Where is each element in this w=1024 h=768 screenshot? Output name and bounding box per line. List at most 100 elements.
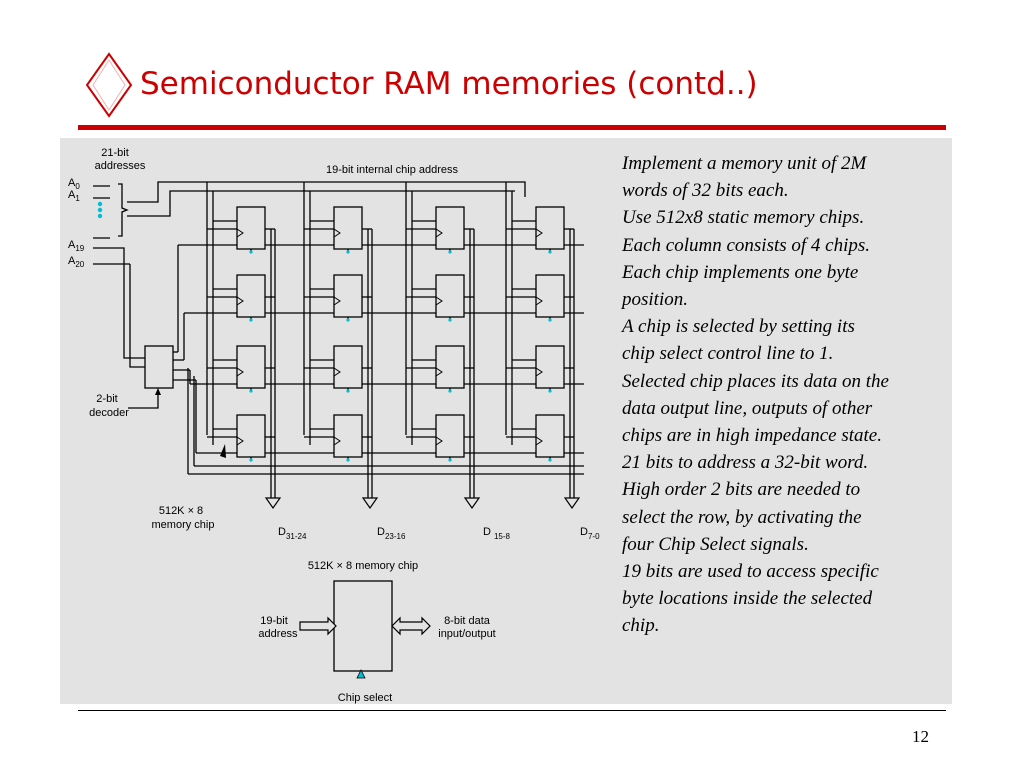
memory-chip (535, 345, 565, 389)
memory-chip (333, 206, 363, 250)
chip-select-dot (346, 318, 350, 322)
a19-label: A19 (68, 239, 85, 253)
diagram-labels: 21-bit addresses 19-bit internal chip ad… (68, 147, 600, 704)
a1-label: A1 (68, 189, 80, 203)
page-number: 12 (912, 727, 929, 746)
chip-select-dot (548, 318, 552, 322)
decoder-arrow-head (155, 388, 161, 395)
data-output-arrow (563, 497, 581, 510)
chip-clock-mark (333, 367, 341, 377)
chip-clock-mark (236, 436, 244, 446)
chip-pointer-line (190, 448, 222, 506)
data-output-d7-0: D7-0 (580, 526, 600, 541)
chip-select-dot (249, 250, 253, 254)
description-line: High order 2 bits are needed to (622, 479, 861, 501)
memory-chip (435, 206, 465, 250)
wire (129, 264, 145, 368)
diamond-bullet-icon (85, 52, 133, 118)
memory-chip (435, 414, 465, 458)
chip-select-dot (548, 389, 552, 393)
chip-clock-mark (435, 296, 443, 306)
description-line: four Chip Select signals. (622, 533, 809, 555)
description-line: Each chip implements one byte (622, 261, 859, 283)
data-output-arrow (463, 497, 481, 510)
memory-chip (535, 414, 565, 458)
description-line: A chip is selected by setting its (622, 316, 855, 338)
chip-select-dot (548, 250, 552, 254)
chip-label-line1: 512K × 8 (159, 505, 203, 517)
chip-pointer-head (220, 444, 226, 458)
detail-address-line1: 19-bit (260, 615, 288, 627)
address-input-arrow (299, 616, 337, 636)
description-line: chips are in high impedance state. (622, 425, 882, 447)
description-line: Use 512x8 static memory chips. (622, 207, 865, 229)
data-bidirectional-arrow (391, 616, 431, 636)
chip-clock-mark (535, 436, 543, 446)
memory-chip (333, 274, 363, 318)
description-line: Selected chip places its data on the (622, 370, 889, 392)
description-line: byte locations inside the selected (622, 588, 873, 610)
detail-address-line2: address (258, 628, 298, 640)
chip-clock-mark (333, 228, 341, 238)
detail-chip-title: 512K × 8 memory chip (308, 560, 418, 572)
chip-grid (144, 206, 581, 679)
chip-select-dot (346, 250, 350, 254)
data-output-arrow (264, 497, 282, 510)
chip-select-dot (249, 458, 253, 462)
description-line: 19 bits are used to access specific (622, 561, 879, 583)
chip-select-dot (346, 458, 350, 462)
memory-chip (535, 206, 565, 250)
chip-clock-mark (333, 436, 341, 446)
chip-select-dot (249, 318, 253, 322)
decoder-block (144, 345, 174, 389)
chip-clock-mark (236, 367, 244, 377)
data-output-arrow (361, 497, 379, 510)
a20-label: A20 (68, 255, 85, 269)
detail-chip-select-label: Chip select (338, 692, 392, 704)
chip-select-dot (448, 458, 452, 462)
wire (110, 247, 145, 359)
a0-label: A0 (68, 177, 80, 191)
chip-select-dot (249, 389, 253, 393)
chip-select-arrow-head (356, 669, 366, 679)
chip-label-line2: memory chip (152, 519, 215, 531)
continuation-dot (97, 207, 103, 213)
decoder-label-line1: 2-bit (96, 393, 117, 405)
addresses-label-line2: addresses (95, 160, 146, 172)
chip-clock-mark (435, 228, 443, 238)
wire (128, 394, 159, 409)
description-line: chip select control line to 1. (622, 343, 834, 365)
footer-rule (78, 710, 946, 711)
chip-clock-mark (435, 436, 443, 446)
chip-clock-mark (333, 296, 341, 306)
memory-chip (333, 345, 363, 389)
wire (127, 190, 515, 217)
detail-chip-block (333, 580, 393, 672)
memory-chip (435, 345, 465, 389)
chip-select-dot (448, 389, 452, 393)
continuation-dot (97, 213, 103, 219)
description-line: Implement a memory unit of 2M (622, 153, 867, 174)
memory-chip (236, 414, 266, 458)
memory-chip (236, 206, 266, 250)
decoder-label-line2: decoder (89, 407, 129, 419)
description-line: chip. (622, 615, 660, 637)
detail-data-line2: input/output (438, 628, 496, 640)
detail-data-line1: 8-bit data (444, 615, 491, 627)
chip-clock-mark (535, 228, 543, 238)
data-output-d31-24: D31-24 (278, 526, 307, 541)
memory-chip (535, 274, 565, 318)
description-line: 21 bits to address a 32-bit word. (622, 452, 869, 474)
chip-select-dot (548, 458, 552, 462)
description-line: Each column consists of 4 chips. (622, 234, 871, 256)
memory-chip (435, 274, 465, 318)
address-brace (118, 183, 129, 237)
chip-select-dot (448, 250, 452, 254)
data-output-d23-16: D23-16 (377, 526, 406, 541)
description-line: select the row, by activating the (622, 506, 862, 528)
memory-chip (236, 274, 266, 318)
memory-chip (333, 414, 363, 458)
memory-organization-diagram: 21-bit addresses 19-bit internal chip ad… (68, 147, 600, 704)
